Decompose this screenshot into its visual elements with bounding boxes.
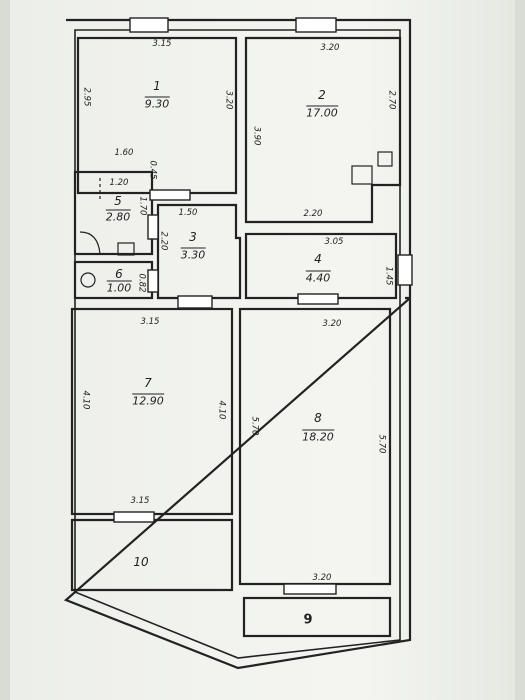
dim-r1-step: 0.45	[147, 160, 158, 180]
dim-r7-left: 4.10	[80, 390, 91, 410]
dim-r1-bottom: 1.60	[114, 147, 134, 158]
room-9-number: 9	[303, 612, 313, 628]
room-5-number: 5	[114, 194, 122, 208]
room-4-outline	[244, 232, 398, 300]
dim-r4-right: 1.45	[383, 266, 394, 286]
room-6-number: 6	[115, 267, 123, 281]
room-8-number: 8	[314, 411, 322, 425]
room-3-number: 3	[189, 230, 197, 244]
window	[397, 254, 413, 286]
room-5-outline	[73, 170, 154, 256]
room-7-outline	[70, 307, 234, 516]
dim-r5-top: 1.20	[109, 177, 129, 188]
dim-r7-right: 4.10	[216, 400, 227, 420]
room-4-number: 4	[314, 252, 322, 266]
stove	[351, 165, 373, 185]
dim-r8-right: 5.70	[376, 434, 387, 454]
dim-r1-left: 2.95	[81, 87, 92, 107]
room-7-number: 7	[144, 376, 152, 390]
room-10-number: 10	[133, 555, 149, 569]
dim-r7-bottom: 3.15	[130, 495, 150, 506]
window	[283, 583, 337, 595]
dim-r1-right: 3.20	[223, 90, 234, 110]
window	[129, 17, 169, 33]
dim-r8-bottom: 3.20	[312, 572, 332, 583]
dim-r4-top: 3.05	[324, 236, 344, 247]
dim-r3-top: 1.50	[178, 207, 198, 218]
dim-r1-top: 3.15	[152, 38, 172, 49]
room-2-number: 2	[318, 88, 326, 102]
outer-wall	[63, 18, 412, 670]
window	[147, 214, 159, 240]
dim-r2-bottom: 2.20	[303, 208, 323, 219]
dim-r6-right: 0.82	[136, 273, 147, 293]
dim-r3-left: 2.20	[158, 231, 169, 251]
room-6-area: 1.00	[106, 280, 132, 295]
dim-r8-left: 5.70	[249, 416, 260, 436]
room-5-area: 2.80	[105, 209, 131, 224]
window	[295, 17, 337, 33]
room-8-outline	[238, 307, 392, 586]
room-2-outline	[244, 36, 402, 224]
room-3-area: 3.30	[180, 247, 206, 262]
dim-r5-right: 1.70	[137, 196, 148, 216]
washbasin	[117, 242, 135, 256]
dim-r7-top: 3.15	[140, 316, 160, 327]
room-7-area: 12.90	[132, 393, 164, 408]
room-4-area: 4.40	[305, 270, 331, 285]
room-3-outline	[156, 203, 242, 300]
window	[147, 269, 159, 293]
room-10-outline	[70, 518, 234, 592]
window	[177, 295, 213, 309]
room-1-number: 1	[153, 79, 161, 93]
window	[297, 293, 339, 305]
dim-r2-top: 3.20	[320, 42, 340, 53]
bathtub-curve	[79, 231, 101, 255]
window	[149, 189, 191, 201]
room-2-area: 17.00	[306, 105, 338, 120]
dim-r8-top: 3.20	[322, 318, 342, 329]
room-1-area: 9.30	[144, 96, 170, 111]
room-9-outline	[242, 596, 392, 638]
sink	[377, 151, 393, 167]
dim-r2-left: 3.90	[251, 126, 262, 146]
window	[113, 511, 155, 523]
toilet-icon	[80, 272, 96, 288]
room-8-area: 18.20	[302, 429, 334, 444]
dim-r2-right: 2.70	[386, 90, 397, 110]
outer-wall-inner	[74, 29, 401, 659]
